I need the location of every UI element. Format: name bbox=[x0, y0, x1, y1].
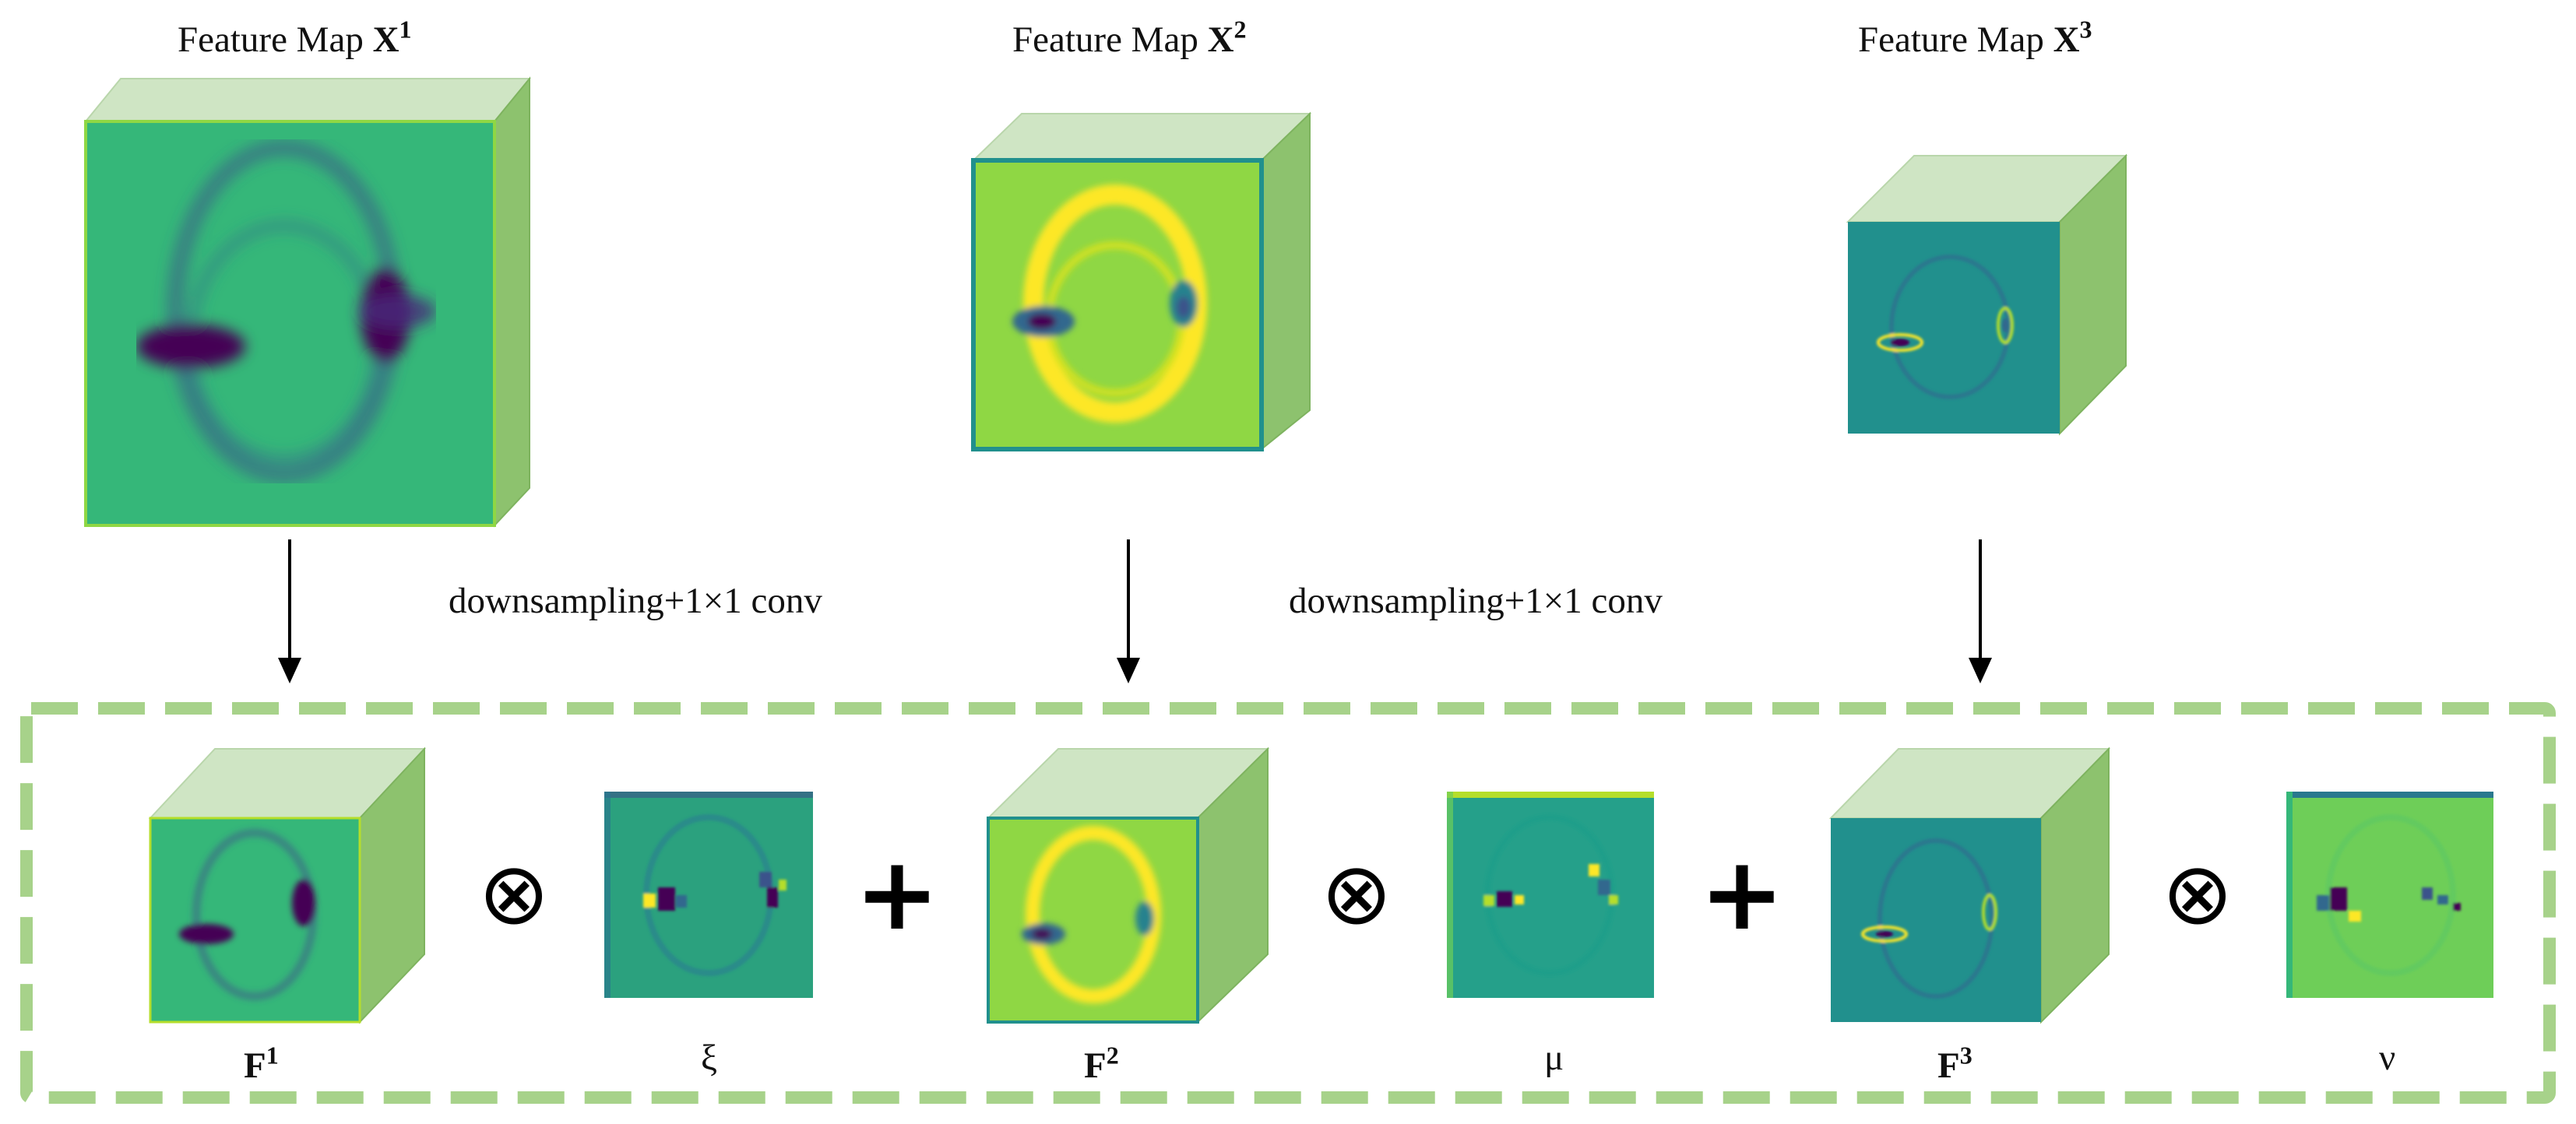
add-operator-2: + bbox=[1699, 834, 1785, 953]
feature-map-x2-cube bbox=[971, 111, 1312, 451]
feature-map-x3-cube bbox=[1846, 153, 2128, 436]
transform-label-2: downsampling+1×1 conv bbox=[1289, 581, 1663, 621]
f2-cube bbox=[986, 746, 1270, 1024]
f3-cube bbox=[1828, 746, 2111, 1024]
weight-nu-map bbox=[2286, 792, 2493, 998]
weight-xi-map bbox=[604, 792, 813, 998]
f3-label: F3 bbox=[1937, 1041, 1972, 1086]
arrow-x2-to-f2 bbox=[1117, 539, 1140, 683]
xi-label: ξ bbox=[701, 1038, 717, 1078]
f1-cube bbox=[148, 746, 427, 1024]
f2-label: F2 bbox=[1084, 1041, 1119, 1086]
multiply-operator-3: ⊗ bbox=[2161, 844, 2234, 943]
arrow-x3-to-f3 bbox=[1969, 539, 1992, 683]
fusion-dashed-box bbox=[20, 702, 2556, 1104]
feature-map-x2-label: Feature Map X2 bbox=[1012, 15, 1247, 60]
feature-map-x1-cube bbox=[83, 76, 532, 528]
transform-label-1: downsampling+1×1 conv bbox=[449, 581, 822, 621]
feature-map-x1-label: Feature Map X1 bbox=[178, 15, 412, 60]
feature-map-x3-label: Feature Map X3 bbox=[1858, 15, 2092, 60]
arrow-x1-to-f1 bbox=[278, 539, 301, 683]
multiply-operator-2: ⊗ bbox=[1320, 844, 1393, 943]
nu-label: ν bbox=[2379, 1038, 2396, 1078]
f1-label: F1 bbox=[244, 1041, 279, 1086]
multiply-operator-1: ⊗ bbox=[477, 844, 551, 943]
mu-label: μ bbox=[1544, 1038, 1564, 1078]
weight-mu-map bbox=[1447, 792, 1654, 998]
add-operator-1: + bbox=[854, 834, 940, 953]
